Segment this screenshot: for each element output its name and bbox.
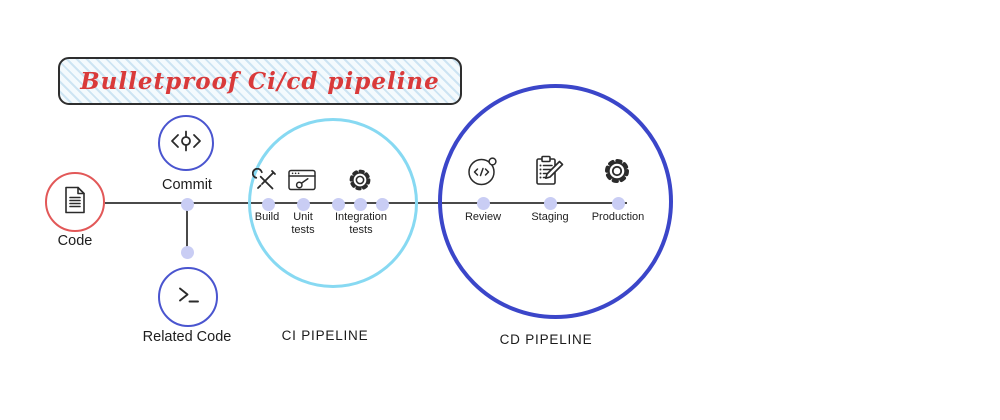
diagram-title: Bulletproof Ci/cd pipeline bbox=[80, 67, 440, 95]
step-label-integration-tests: Integration tests bbox=[335, 211, 387, 236]
pipeline-dot bbox=[261, 197, 275, 211]
step-label-unit-tests: Unit tests bbox=[291, 211, 315, 236]
commit-node-label: Commit bbox=[162, 177, 212, 193]
pipeline-dot bbox=[180, 245, 194, 259]
code-node bbox=[45, 172, 105, 232]
step-label-production: Production bbox=[591, 211, 645, 223]
pipeline-dot bbox=[476, 196, 490, 210]
pipeline-dot bbox=[375, 197, 389, 211]
pipeline-dot bbox=[611, 196, 625, 210]
pipeline-dot bbox=[331, 197, 345, 211]
ci-pipeline-circle bbox=[248, 118, 418, 288]
commit-node bbox=[158, 115, 214, 171]
pipeline-dot bbox=[543, 196, 557, 210]
related-code-node bbox=[158, 267, 218, 327]
pipeline-dot bbox=[180, 197, 194, 211]
pipeline-dot bbox=[353, 197, 367, 211]
tools-icon bbox=[251, 167, 278, 194]
step-label-review: Review bbox=[464, 211, 502, 223]
cd-pipeline-circle bbox=[438, 84, 673, 319]
step-label-staging: Staging bbox=[531, 211, 569, 223]
git-commit-icon bbox=[169, 128, 203, 159]
code-review-icon bbox=[466, 154, 500, 188]
related-code-node-label: Related Code bbox=[142, 329, 232, 345]
terminal-icon bbox=[175, 285, 201, 310]
code-node-label: Code bbox=[57, 233, 93, 249]
gear-icon bbox=[602, 156, 632, 186]
browser-test-icon bbox=[288, 168, 316, 192]
step-label-build: Build bbox=[254, 211, 280, 223]
gear-icon bbox=[347, 167, 373, 193]
cd-pipeline-title: CD PIPELINE bbox=[499, 332, 593, 347]
title-banner: Bulletproof Ci/cd pipeline bbox=[58, 57, 462, 105]
ci-pipeline-title: CI PIPELINE bbox=[281, 328, 369, 343]
pipeline-dot bbox=[296, 197, 310, 211]
checklist-icon bbox=[531, 153, 567, 189]
document-icon bbox=[63, 186, 87, 219]
commit-branch-line bbox=[186, 204, 188, 252]
